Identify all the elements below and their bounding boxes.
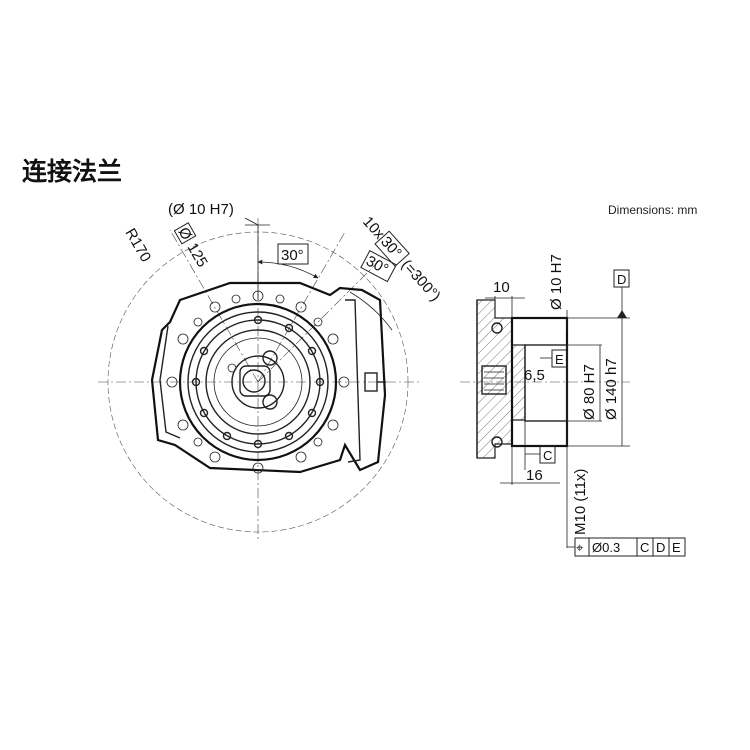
flange-pcd-ring — [195, 319, 321, 445]
angle-line-b — [257, 254, 386, 383]
radius-label: R170 — [122, 226, 155, 266]
front-view: R170 Ø 125 (Ø 10 H7) 30° 30° 10x 30° (=3… — [98, 201, 444, 540]
arm-side-plate — [345, 299, 361, 463]
radius-leader — [169, 229, 259, 383]
bolt-hole — [199, 346, 209, 356]
depth-16-label: 16 — [526, 467, 543, 484]
side-bearing-upper — [491, 322, 503, 334]
bolt-hole — [284, 431, 294, 441]
bolt-hole — [284, 323, 294, 333]
bolt-hole — [222, 431, 232, 441]
tolerance-datum-3: E — [672, 540, 681, 555]
center-pin — [242, 369, 266, 393]
position-symbol: ⌖ — [576, 540, 584, 555]
center-locating-hole-lower — [262, 394, 278, 410]
bearing-rollers — [166, 290, 350, 474]
thread-label: M10 (11x) — [572, 469, 589, 535]
units-note: Dimensions: mm — [608, 203, 697, 217]
section-title: 连接法兰 — [22, 157, 122, 186]
bolt-hole — [253, 439, 263, 449]
bolt-hole — [253, 315, 263, 325]
flange-ring-4 — [205, 329, 311, 435]
tolerance-value: Ø0.3 — [592, 540, 620, 555]
depth-6-5-label: 6,5 — [524, 367, 545, 384]
position-tolerance-frame: ⌖ Ø0.3 C D E — [567, 537, 686, 557]
pin-label: (Ø 10 H7) — [168, 201, 234, 218]
datum-d-box — [613, 269, 630, 288]
arm-housing-outline — [150, 281, 387, 474]
pin-fit-label: Ø 10 H7 — [548, 254, 565, 310]
side-view: 10 Ø 10 H7 D E 6,5 Ø 80 H7 Ø 140 h7 C — [460, 254, 686, 557]
bolt-hole — [199, 408, 209, 418]
tolerance-datum-2: D — [656, 540, 665, 555]
bolt-hole — [307, 346, 317, 356]
angle-line-a — [257, 231, 346, 383]
pcd-symbol: Ø — [175, 225, 196, 244]
angle-a-label: 30° — [281, 247, 304, 264]
flange-outer-ring — [178, 302, 338, 462]
bore-section — [524, 344, 568, 422]
datum-c-label: C — [543, 448, 552, 463]
flange-bore — [231, 355, 285, 409]
depth-10-label: 10 — [493, 279, 510, 296]
arm-housing-inner-left — [159, 325, 181, 439]
flange-ring-2 — [187, 311, 329, 453]
pcd-dimension: Ø 125 — [173, 222, 211, 270]
side-bearing-lower — [491, 436, 503, 448]
datum-d-label: D — [617, 272, 626, 287]
bolt-hole — [315, 377, 325, 387]
bolt-hole — [191, 377, 201, 387]
section-body — [476, 299, 526, 459]
spigot-label: Ø 140 h7 — [603, 358, 620, 420]
bolt-hole — [307, 408, 317, 418]
angle-a-box — [277, 243, 309, 265]
datum-e-box — [551, 349, 568, 368]
side-connector — [481, 365, 507, 395]
datum-c-box — [539, 445, 556, 464]
pcd-value: 125 — [184, 240, 211, 270]
flange-ring-5 — [213, 337, 303, 427]
tolerance-datum-1: C — [640, 540, 649, 555]
pattern-total: (=300°) — [398, 256, 444, 304]
m10-holes — [191, 315, 325, 449]
datum-e-label: E — [555, 352, 564, 367]
center-pin-block — [239, 365, 271, 397]
bore-label: Ø 80 H7 — [581, 364, 598, 420]
center-locating-hole-upper — [262, 350, 278, 366]
